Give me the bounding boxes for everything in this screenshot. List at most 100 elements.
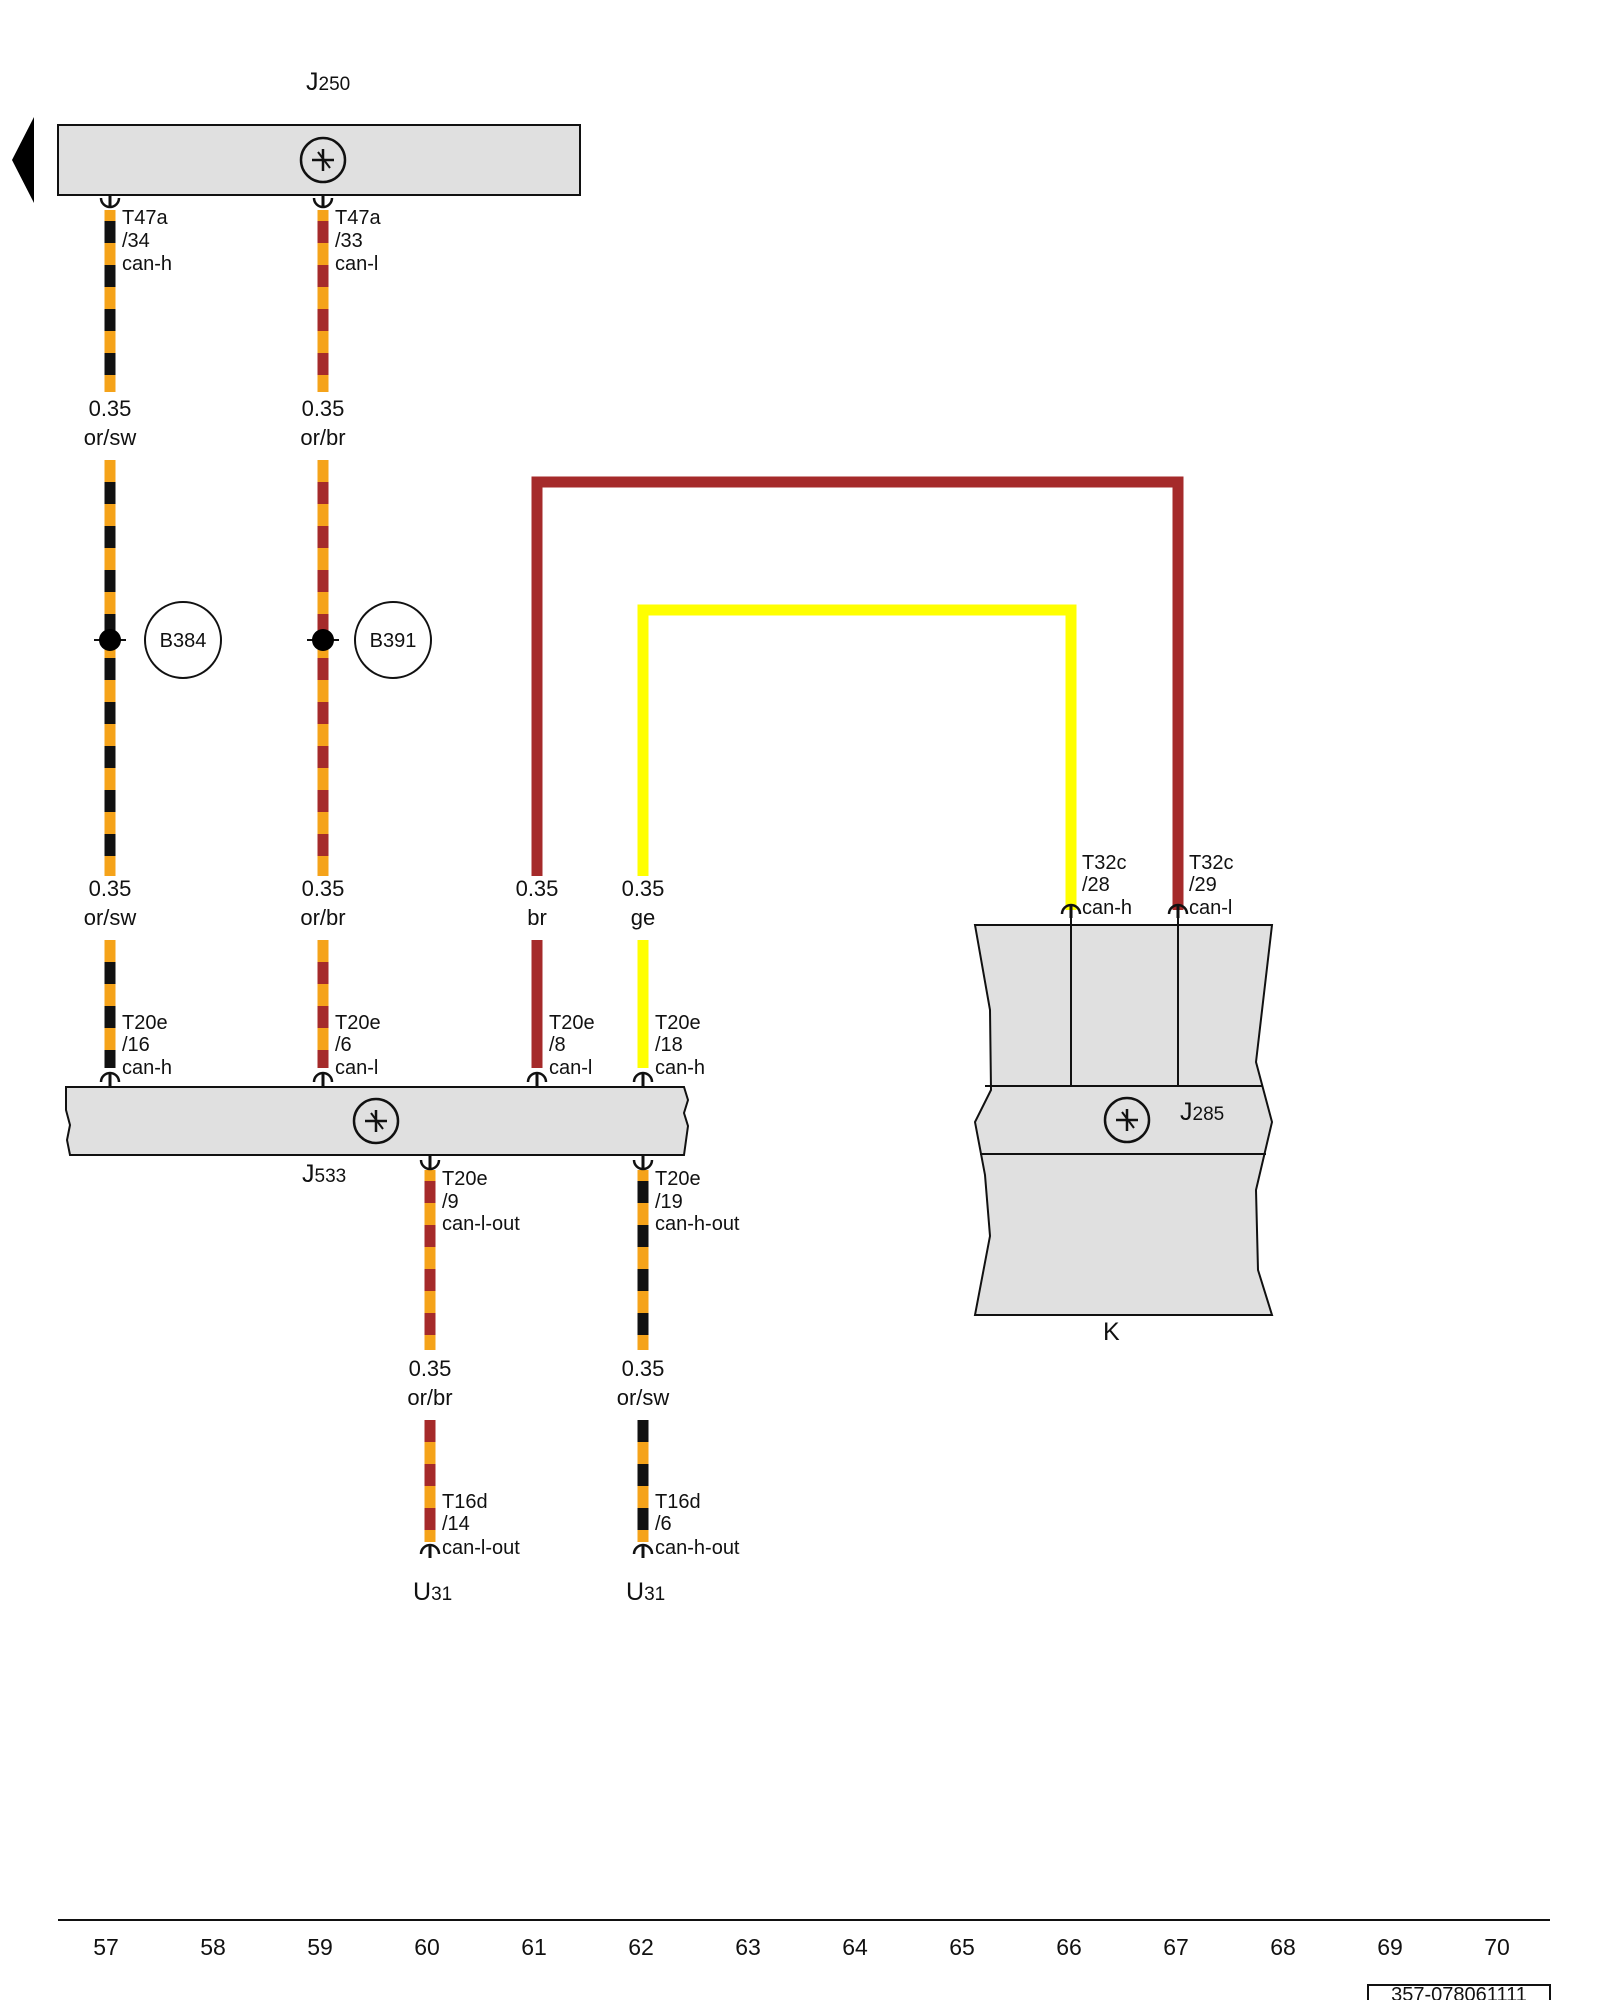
svg-text:can-l: can-l bbox=[335, 1057, 378, 1079]
connector-label-j533-19: T20e /19 can-h-out bbox=[655, 1168, 740, 1235]
ruler-number: 68 bbox=[1270, 1934, 1296, 1960]
pin-j250-34-icon bbox=[99, 194, 121, 209]
splice-b384[interactable]: B384 bbox=[94, 601, 222, 679]
ruler-number: 70 bbox=[1484, 1934, 1510, 1960]
pin-u31-14-icon bbox=[419, 1543, 441, 1558]
svg-text:0.35: 0.35 bbox=[622, 876, 665, 901]
svg-text:0.35: 0.35 bbox=[302, 876, 345, 901]
pin-u31-6-icon bbox=[632, 1543, 654, 1558]
ruler-number: 65 bbox=[949, 1934, 975, 1960]
svg-text:or/br: or/br bbox=[300, 905, 345, 930]
connector-label-j533-16: T20e /16 can-h bbox=[122, 1012, 172, 1079]
svg-text:can-h: can-h bbox=[1082, 897, 1132, 919]
pin-j285-29-icon bbox=[1167, 903, 1189, 918]
component-k-j285[interactable]: J285 K bbox=[973, 924, 1274, 1346]
svg-text:/14: /14 bbox=[442, 1513, 470, 1535]
svg-text:T32c: T32c bbox=[1082, 852, 1126, 874]
ruler-number: 61 bbox=[521, 1934, 547, 1960]
svg-text:/16: /16 bbox=[122, 1034, 150, 1056]
svg-text:T20e: T20e bbox=[442, 1168, 488, 1190]
wire-label-w1-top: 0.35 or/sw bbox=[84, 396, 137, 450]
svg-text:T20e: T20e bbox=[655, 1012, 701, 1034]
wire-label-w1-bot: 0.35 or/sw bbox=[84, 876, 137, 930]
control-unit-symbol-icon bbox=[1103, 1096, 1151, 1144]
svg-text:T20e: T20e bbox=[549, 1012, 595, 1034]
connector-label-j250-34: T47a /34 can-h bbox=[122, 207, 172, 275]
svg-text:/29: /29 bbox=[1189, 874, 1217, 896]
ruler-number: 67 bbox=[1163, 1934, 1189, 1960]
svg-text:T16d: T16d bbox=[442, 1491, 488, 1513]
connector-label-j533-6: T20e /6 can-l bbox=[335, 1012, 381, 1079]
ruler-number: 59 bbox=[307, 1934, 333, 1960]
wire-label-w6: 0.35 or/sw bbox=[617, 1356, 670, 1410]
svg-text:can-l-out: can-l-out bbox=[442, 1213, 520, 1235]
component-j533[interactable]: J533 bbox=[65, 1086, 690, 1188]
pin-j285-28-icon bbox=[1060, 903, 1082, 918]
svg-text:or/sw: or/sw bbox=[84, 425, 137, 450]
u31-label-a: U31 bbox=[413, 1578, 452, 1606]
svg-text:can-l: can-l bbox=[549, 1057, 592, 1079]
svg-text:0.35: 0.35 bbox=[302, 396, 345, 421]
svg-text:or/sw: or/sw bbox=[617, 1385, 670, 1410]
svg-text:T20e: T20e bbox=[655, 1168, 701, 1190]
wire-can-h-yellow[interactable] bbox=[637, 604, 1077, 1068]
document-number: 357-078061111 bbox=[1367, 1984, 1551, 2000]
pin-j533-9-icon bbox=[419, 1156, 441, 1171]
svg-text:/18: /18 bbox=[655, 1034, 683, 1056]
svg-text:T32c: T32c bbox=[1189, 852, 1233, 874]
connector-label-u31-6: T16d /6 can-h-out bbox=[655, 1491, 740, 1559]
svg-text:ge: ge bbox=[631, 905, 655, 930]
connector-label-j250-33: T47a /33 can-l bbox=[335, 207, 381, 275]
pin-j533-6-icon bbox=[312, 1071, 334, 1086]
pin-j533-16-icon bbox=[99, 1071, 121, 1086]
wire-label-w2-bot: 0.35 or/br bbox=[300, 876, 345, 930]
svg-text:T20e: T20e bbox=[335, 1012, 381, 1034]
pin-j533-8-icon bbox=[526, 1071, 548, 1086]
svg-text:T47a: T47a bbox=[122, 207, 168, 229]
ruler-number: 64 bbox=[842, 1934, 868, 1960]
j533-label: J533 bbox=[302, 1160, 346, 1188]
connector-label-j285-29: T32c /29 can-l bbox=[1189, 852, 1233, 919]
svg-text:0.35: 0.35 bbox=[622, 1356, 665, 1381]
svg-text:0.35: 0.35 bbox=[89, 396, 132, 421]
wire-label-w5: 0.35 or/br bbox=[407, 1356, 452, 1410]
svg-text:0.35: 0.35 bbox=[516, 876, 559, 901]
continuation-arrow-icon bbox=[12, 117, 34, 203]
svg-text:or/sw: or/sw bbox=[84, 905, 137, 930]
svg-text:can-h-out: can-h-out bbox=[655, 1213, 740, 1235]
svg-text:T47a: T47a bbox=[335, 207, 381, 229]
svg-text:can-h: can-h bbox=[122, 1057, 172, 1079]
svg-text:T20e: T20e bbox=[122, 1012, 168, 1034]
connector-label-j533-8: T20e /8 can-l bbox=[549, 1012, 595, 1079]
splice-b391[interactable]: B391 bbox=[307, 601, 432, 679]
wire-label-w4: 0.35 ge bbox=[622, 876, 665, 930]
wire-can-l-brown[interactable] bbox=[531, 476, 1184, 1068]
svg-text:br: br bbox=[527, 905, 547, 930]
svg-text:or/br: or/br bbox=[300, 425, 345, 450]
wire-label-w3: 0.35 br bbox=[516, 876, 559, 930]
svg-text:/34: /34 bbox=[122, 230, 150, 252]
k-label: K bbox=[1103, 1318, 1120, 1346]
svg-text:can-h-out: can-h-out bbox=[655, 1537, 740, 1559]
svg-text:can-h: can-h bbox=[122, 253, 172, 275]
j250-label: J250 bbox=[306, 68, 350, 96]
wire-label-w2-top: 0.35 or/br bbox=[300, 396, 345, 450]
svg-text:/9: /9 bbox=[442, 1191, 459, 1213]
ruler-number: 57 bbox=[93, 1934, 119, 1960]
ruler-number: 66 bbox=[1056, 1934, 1082, 1960]
ruler-number: 58 bbox=[200, 1934, 226, 1960]
pin-j250-33-icon bbox=[312, 194, 334, 209]
svg-text:/19: /19 bbox=[655, 1191, 683, 1213]
svg-text:can-h: can-h bbox=[655, 1057, 705, 1079]
connector-label-j285-28: T32c /28 can-h bbox=[1082, 852, 1132, 919]
svg-text:/6: /6 bbox=[655, 1513, 672, 1535]
connector-label-j533-9: T20e /9 can-l-out bbox=[442, 1168, 520, 1235]
ruler-number: 60 bbox=[414, 1934, 440, 1960]
svg-text:/6: /6 bbox=[335, 1034, 352, 1056]
pin-j533-18-icon bbox=[632, 1071, 654, 1086]
svg-text:/33: /33 bbox=[335, 230, 363, 252]
control-unit-symbol-icon bbox=[352, 1097, 400, 1145]
component-j250[interactable]: J250 bbox=[12, 68, 581, 203]
svg-text:0.35: 0.35 bbox=[89, 876, 132, 901]
